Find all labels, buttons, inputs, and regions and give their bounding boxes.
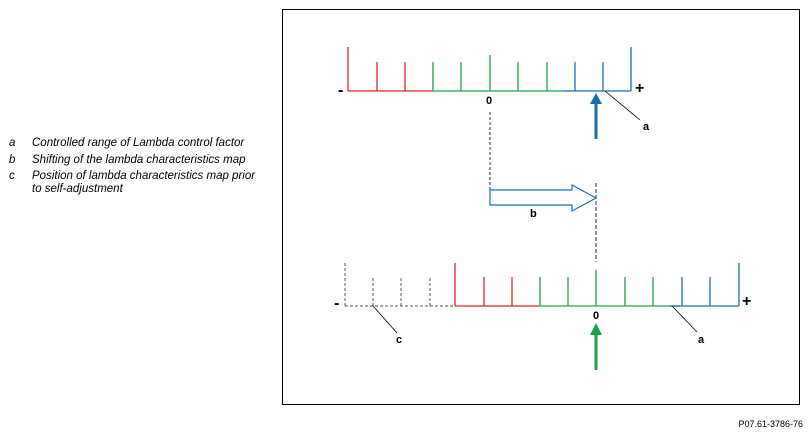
bottom-plus-sign: + (742, 293, 751, 310)
legend-text: Position of lambda characteristics map p… (32, 170, 256, 195)
legend: a Controlled range of Lambda control fac… (9, 137, 259, 199)
bottom-label-c: c (396, 334, 402, 346)
legend-text: Shifting of the lambda characteristics m… (32, 153, 246, 166)
legend-item-b: b Shifting of the lambda characteristics… (9, 154, 259, 167)
top-indicator-arrow (590, 93, 602, 139)
legend-item-a: a Controlled range of Lambda control fac… (9, 137, 259, 150)
top-zero-label: 0 (486, 95, 492, 107)
top-minus-sign: - (338, 82, 343, 99)
bottom-leader-a (671, 305, 698, 333)
legend-text: Controlled range of Lambda control facto… (32, 137, 245, 149)
bottom-zero-label: 0 (593, 310, 599, 322)
diagram-frame (282, 9, 800, 405)
legend-item-c: c Position of lambda characteristics map… (9, 170, 259, 195)
shift-label-b: b (530, 208, 537, 220)
top-scale (347, 47, 632, 92)
old-position-scale (344, 263, 455, 307)
legend-key: c (9, 170, 15, 182)
bottom-minus-sign: - (334, 295, 339, 312)
bottom-leader-c (372, 305, 398, 334)
bottom-scale (454, 263, 740, 307)
figure-code: P07.61-3786-76 (738, 419, 803, 429)
bottom-indicator-arrow (590, 323, 602, 370)
shift-arrow (489, 183, 598, 213)
legend-key: b (9, 153, 16, 166)
bottom-label-a: a (698, 334, 705, 346)
top-plus-sign: + (635, 80, 644, 97)
legend-key: a (9, 137, 16, 149)
top-label-a: a (643, 121, 650, 133)
top-leader-a (604, 90, 641, 121)
